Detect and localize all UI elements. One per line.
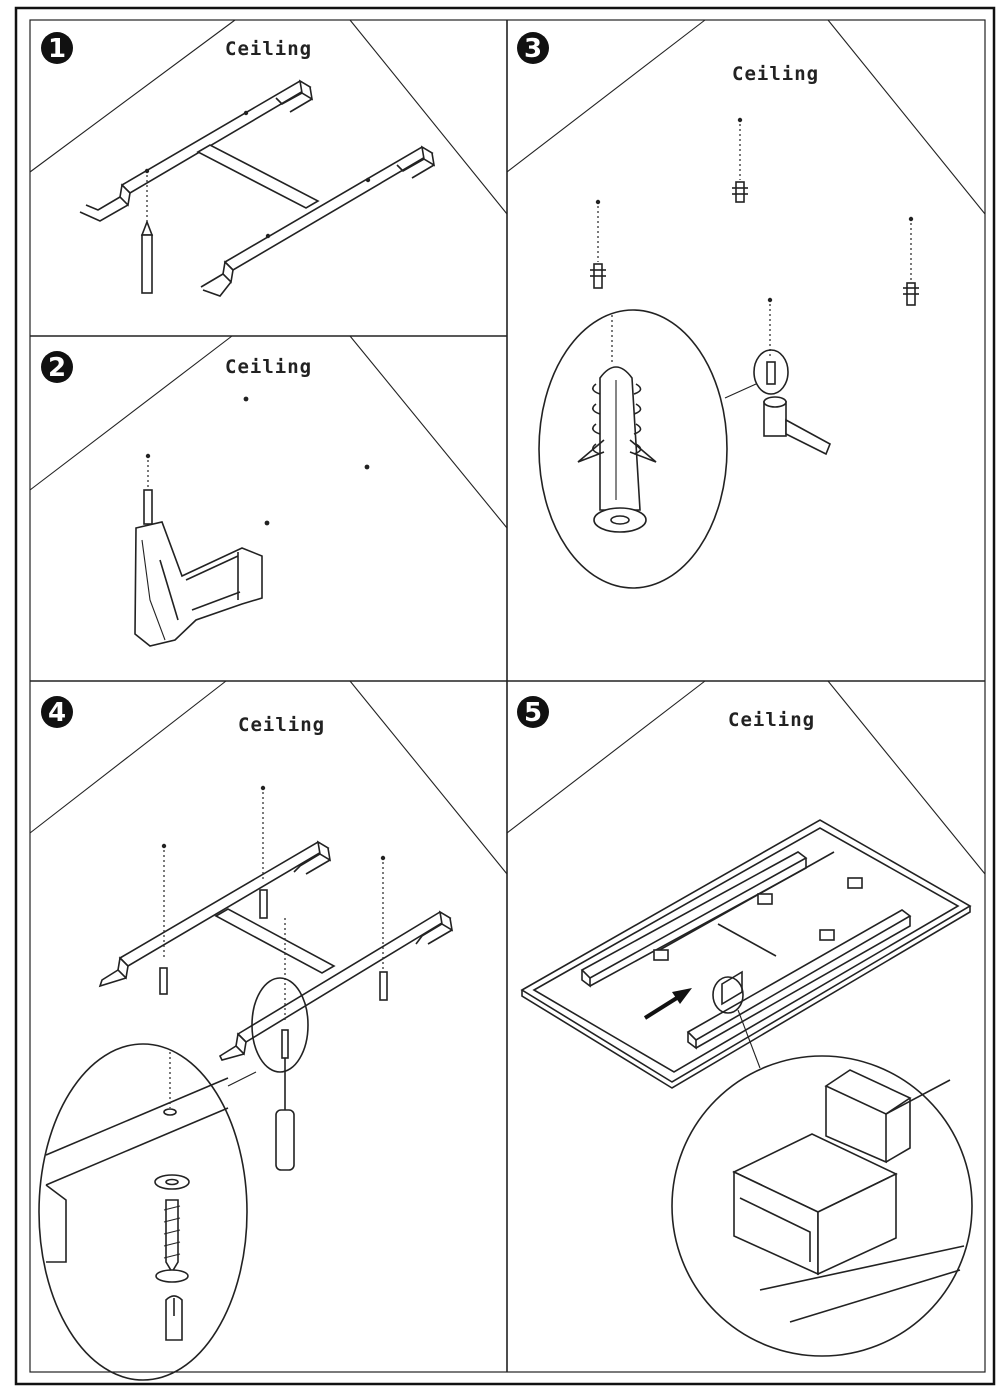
panel-title: Ceiling bbox=[225, 38, 312, 60]
screw-icon bbox=[379, 855, 388, 1001]
step-badge: 5 bbox=[517, 696, 549, 728]
step-badge: 3 bbox=[517, 32, 549, 64]
svg-text:4: 4 bbox=[48, 698, 66, 728]
panel-title: Ceiling bbox=[732, 63, 819, 85]
step-badge: 1 bbox=[41, 32, 73, 64]
light-panel bbox=[520, 819, 972, 1089]
wall-anchor-icon bbox=[753, 297, 789, 395]
mounting-bracket bbox=[98, 840, 454, 1061]
panel-2: 2 Ceiling bbox=[29, 335, 508, 647]
svg-text:5: 5 bbox=[524, 698, 542, 728]
panel-5: 5 Ceiling bbox=[506, 680, 986, 1357]
magnifier-circle-icon bbox=[538, 309, 728, 589]
panel-title: Ceiling bbox=[238, 714, 325, 736]
panel-title: Ceiling bbox=[225, 356, 312, 378]
panel-grid bbox=[14, 6, 996, 1386]
svg-text:3: 3 bbox=[524, 34, 542, 64]
arrow-icon bbox=[643, 988, 692, 1020]
pencil-icon bbox=[140, 219, 154, 294]
screw-icon bbox=[159, 843, 168, 995]
svg-text:2: 2 bbox=[48, 353, 66, 383]
step-badge: 2 bbox=[41, 351, 73, 383]
wall-anchor-icon bbox=[732, 117, 748, 203]
wall-anchor-icon bbox=[590, 199, 606, 289]
mounting-bracket bbox=[79, 79, 436, 297]
mounting-bracket bbox=[580, 851, 912, 1050]
panel-4: 4 Ceiling bbox=[29, 680, 508, 1381]
magnifier-circle-icon bbox=[38, 1043, 248, 1381]
panel-1: 1 Ceiling bbox=[29, 19, 508, 297]
wall-anchor-icon bbox=[903, 216, 919, 306]
svg-text:1: 1 bbox=[48, 34, 66, 64]
screw-icon bbox=[259, 785, 268, 919]
drill-icon bbox=[134, 489, 263, 647]
hammer-icon bbox=[763, 396, 832, 456]
panel-title: Ceiling bbox=[728, 709, 815, 731]
step-badge: 4 bbox=[41, 696, 73, 728]
panel-3: 3 Ceiling bbox=[506, 19, 986, 589]
screwdriver-icon bbox=[251, 918, 309, 1171]
magnifier-circle-icon bbox=[671, 1055, 973, 1357]
